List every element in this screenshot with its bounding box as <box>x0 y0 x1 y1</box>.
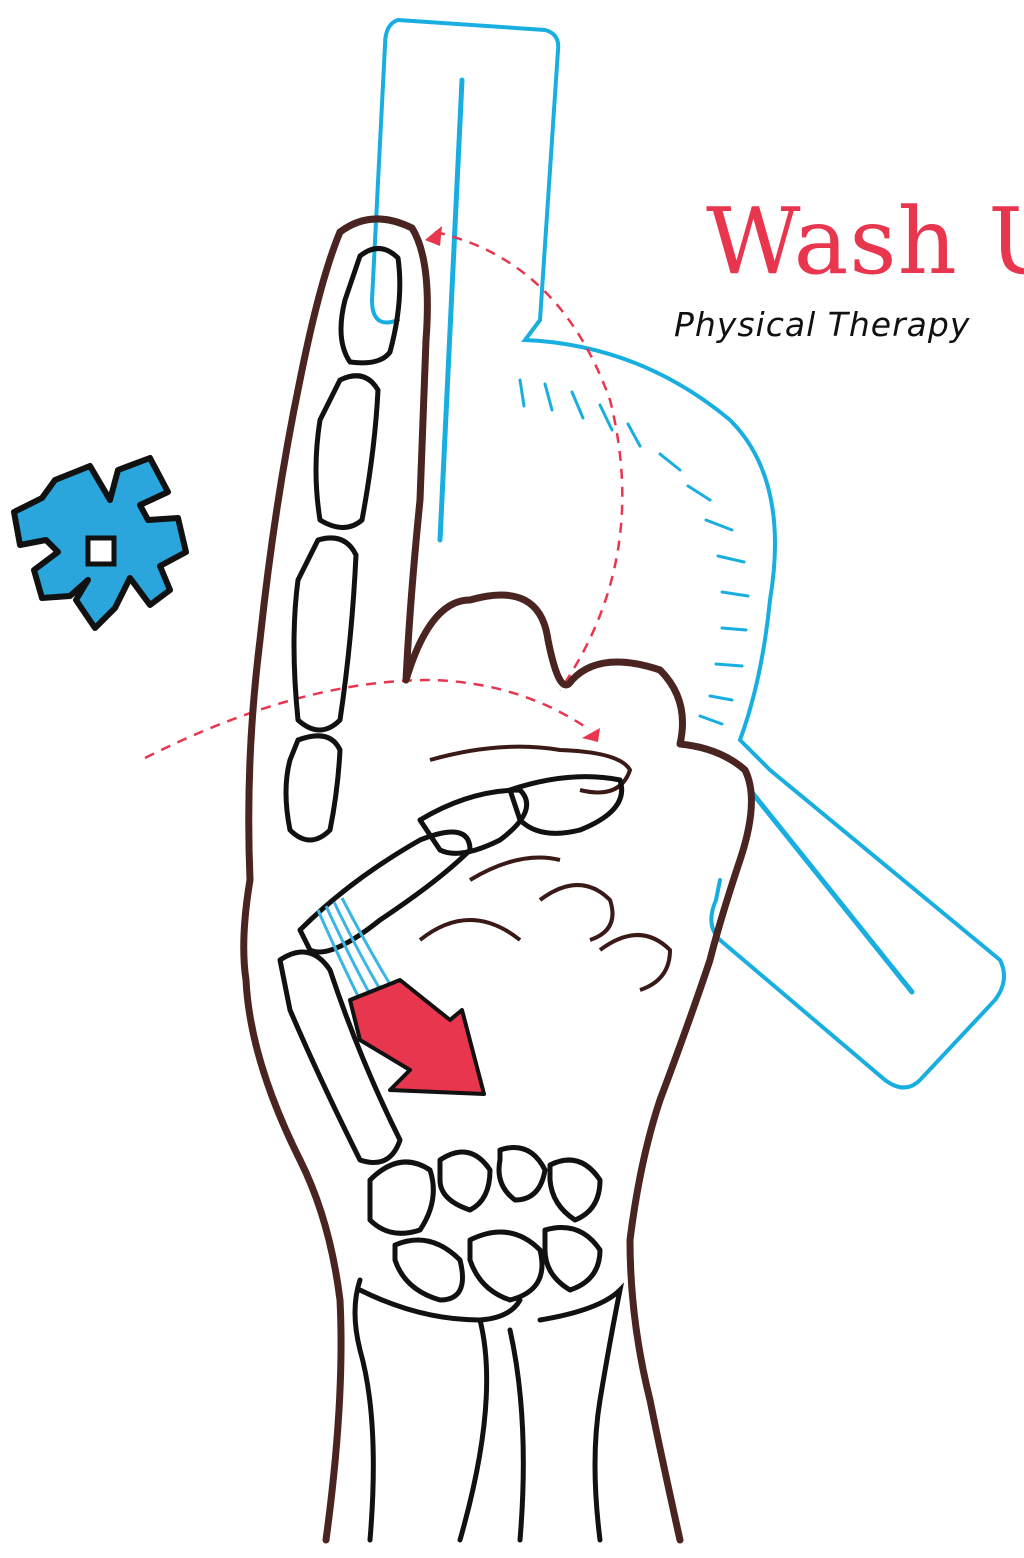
range-of-motion-arcs <box>145 232 622 758</box>
index-finger-bones <box>286 248 400 840</box>
thumb-bones <box>280 777 622 1163</box>
arc-arrowhead-bottom <box>582 728 600 742</box>
brand-title: Wash U <box>706 196 1024 288</box>
hashtag-icon <box>14 458 186 628</box>
forearm-bones <box>355 1280 620 1540</box>
goniometer <box>372 20 1004 1088</box>
brand-subtitle: Physical Therapy <box>674 308 1014 341</box>
arc-arrowhead-top <box>425 226 442 246</box>
carpal-bones <box>370 1148 600 1301</box>
